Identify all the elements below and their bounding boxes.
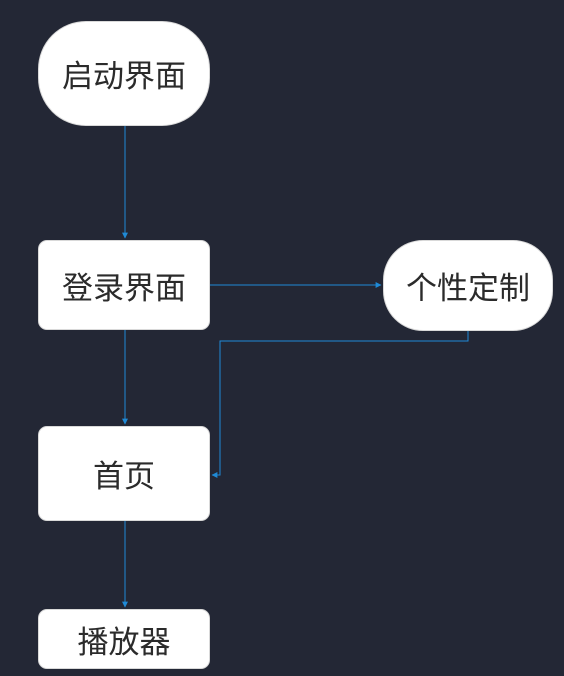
node-start-screen[interactable]: 启动界面	[38, 21, 210, 126]
node-player-label: 播放器	[77, 624, 171, 661]
node-home-page[interactable]: 首页	[38, 426, 210, 521]
node-login-screen-label: 登录界面	[62, 270, 186, 307]
node-start-screen-label: 启动界面	[62, 59, 186, 95]
node-player[interactable]: 播放器	[38, 609, 210, 669]
node-login-screen[interactable]: 登录界面	[38, 240, 210, 330]
node-customization[interactable]: 个性定制	[383, 240, 553, 331]
node-home-page-label: 首页	[93, 459, 155, 495]
edge-custom-to-home	[211, 331, 469, 478]
node-customization-label: 个性定制	[406, 271, 530, 307]
